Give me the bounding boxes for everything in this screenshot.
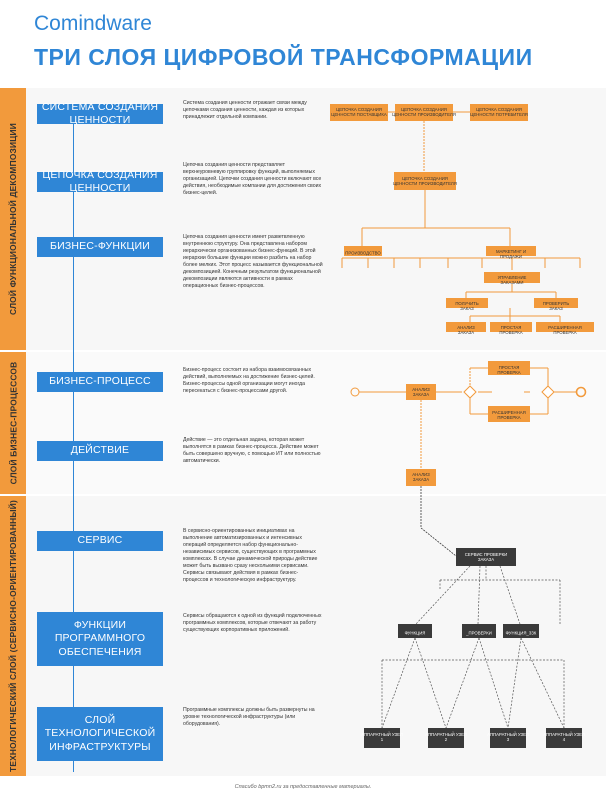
functions-tree: [341, 227, 581, 322]
func-production-box: [344, 246, 382, 256]
software-func-1-label: ФУНКЦИЯ: [405, 631, 426, 636]
process-extended-check-box: [488, 406, 530, 422]
software-func-2-box: [462, 624, 496, 638]
band-process: [0, 352, 26, 494]
band-functional: [0, 88, 26, 350]
func-marketing-box: [486, 246, 536, 256]
desc-tech-infrastructure: Программные комплексы должны быть развер…: [183, 707, 315, 728]
level-software-functions: ФУНКЦИИ ПРОГРАММНОГО ОБЕСПЕЧЕНИЯ: [37, 612, 163, 666]
process-end-event: [575, 386, 587, 398]
infra-node-3-box: [490, 728, 526, 748]
level-value-chain: ЦЕПОЧКА СОЗДАНИЯ ЦЕННОСТИ: [37, 169, 163, 194]
level-tech-infrastructure: СЛОЙ ТЕХНОЛОГИЧЕСКОЙ ИНФРАСТРУКТУРЫ: [37, 707, 163, 761]
chain-consumer-box: [470, 104, 528, 121]
infra-node-4-box: [546, 728, 582, 748]
func-order-mgmt-box: [484, 272, 540, 283]
process-gateway-merge: [541, 385, 555, 399]
chain-producer-box: [395, 104, 453, 121]
func-simple-check-box: [490, 322, 532, 332]
func-check-order-box: [534, 298, 578, 308]
func-receive-order-box: [446, 298, 488, 308]
software-func-3-label: ФУНКЦИЯ_3ЗК: [506, 631, 537, 636]
software-func-2-label: _ПРОВЕРКИ: [465, 631, 492, 636]
action-to-service-line: [420, 527, 457, 557]
func-order-analysis-box: [446, 322, 486, 332]
process-gateway-split: [463, 385, 477, 399]
logo-text: Comindware: [34, 12, 152, 35]
level-action: ДЕЙСТВИЕ: [37, 441, 163, 461]
page-title: ТРИ СЛОЯ ЦИФРОВОЙ ТРАНСФОРМАЦИИ: [34, 44, 533, 70]
desc-service: В сервисно-ориентированных инициативах н…: [183, 528, 318, 584]
desc-value-chain: Цепочка создания ценности представляет в…: [183, 162, 322, 197]
infra-node-2-box: [428, 728, 464, 748]
desc-value-system: Система создания ценности отражает связи…: [183, 100, 307, 121]
footer-credit: Спасибо bpmn2.ru за предоставленные мате…: [234, 784, 372, 790]
producer-chain-box: [394, 172, 456, 190]
infra-node-1-box: [364, 728, 400, 748]
process-simple-check-box: [488, 361, 530, 375]
level-service: СЕРВИС: [37, 531, 163, 551]
band-tech: [0, 496, 26, 776]
service-box: [456, 548, 516, 566]
level-value-system: СИСТЕМА СОЗДАНИЯ ЦЕННОСТИ: [37, 101, 163, 126]
service-links: [415, 565, 561, 625]
infra-links: [381, 637, 565, 729]
software-func-3-box: [503, 624, 539, 638]
logo: Comindware: [34, 12, 152, 36]
software-func-1-box: [398, 624, 432, 638]
process-start-event: [350, 387, 360, 397]
desc-business-functions: Цепочка создания ценности имеет разветвл…: [183, 234, 323, 290]
functional-layer-bg: [26, 88, 606, 350]
process-analysis-box: [406, 384, 436, 400]
level-business-functions: БИЗНЕС-ФУНКЦИИ: [37, 237, 163, 257]
action-box: [406, 469, 436, 486]
level-business-process: БИЗНЕС-ПРОЦЕСС: [37, 372, 163, 392]
process-flow: [359, 367, 576, 415]
desc-action: Действие — это отдельная задача, которая…: [183, 437, 321, 465]
chain-supplier-box: [330, 104, 388, 121]
desc-software-functions: Сервисы обращаются к одной из функций по…: [183, 613, 322, 634]
desc-business-process: Бизнес-процесс состоит из набора взаимос…: [183, 367, 315, 395]
func-extended-check-box: [536, 322, 594, 332]
func-production-label: ПРОИЗВОДСТВО: [345, 251, 381, 256]
